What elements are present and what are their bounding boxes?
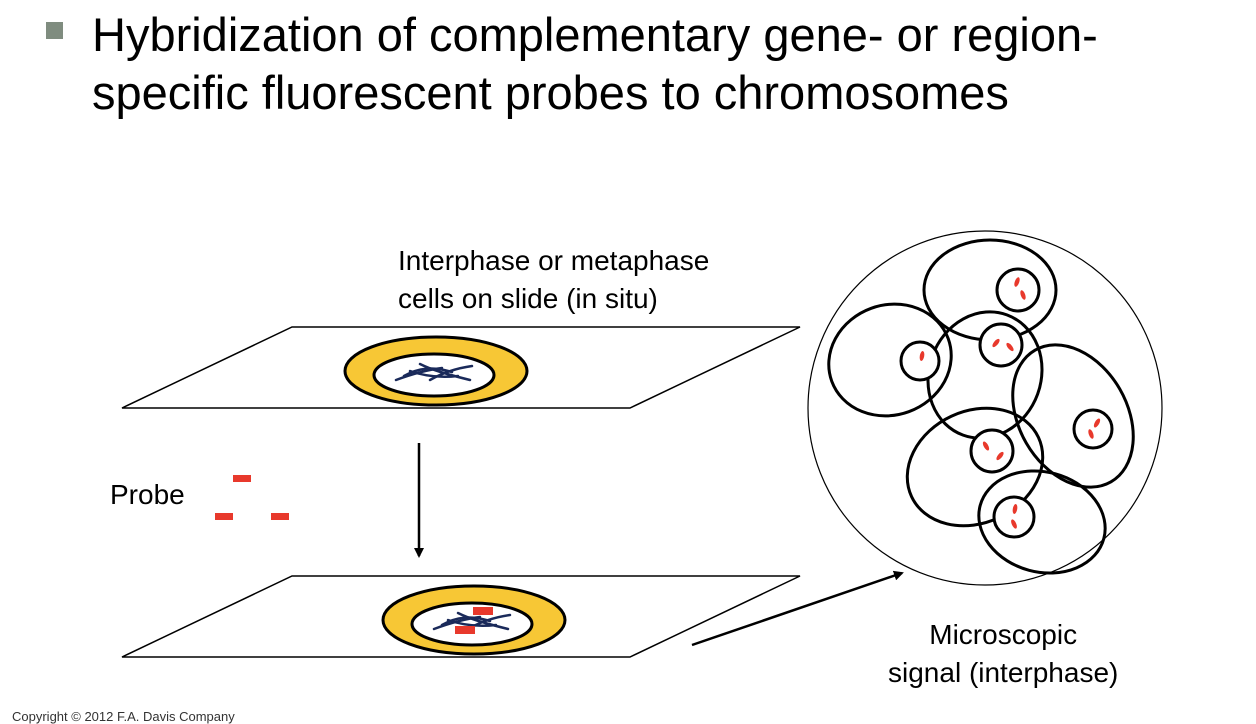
- fish-signals: [919, 277, 1101, 529]
- microscopic-signal-label-line-1: Microscopic: [929, 619, 1078, 650]
- bound-probes: [455, 607, 493, 634]
- bottom-slide: [121, 575, 801, 658]
- slide-cells-label-line-1: Interphase or metaphase: [398, 245, 710, 276]
- signal-arrow: [691, 570, 904, 647]
- microscopic-signal-label-line-2: signal (interphase): [888, 657, 1119, 688]
- microscope-field: [807, 230, 1163, 586]
- probe-fragments: [215, 475, 289, 520]
- top-slide: [121, 326, 801, 409]
- probe-label: Probe: [110, 479, 185, 510]
- microscopic-signal-label: Microscopic signal (interphase): [888, 616, 1118, 692]
- top-chromosomes: [394, 362, 474, 382]
- slide-cells-label: Interphase or metaphase cells on slide (…: [398, 242, 709, 318]
- copyright-footer: Copyright © 2012 F.A. Davis Company: [12, 709, 235, 724]
- nuclei: [899, 267, 1114, 539]
- slide-title-line-2: specific fluorescent probes to chromosom…: [92, 66, 1009, 119]
- slide-cells-label-line-2: cells on slide (in situ): [398, 283, 658, 314]
- slide-title-line-1: Hybridization of complementary gene- or …: [92, 8, 1098, 61]
- bottom-chromosomes: [432, 611, 512, 631]
- slide-title: Hybridization of complementary gene- or …: [92, 6, 1232, 122]
- title-bullet: [46, 22, 63, 39]
